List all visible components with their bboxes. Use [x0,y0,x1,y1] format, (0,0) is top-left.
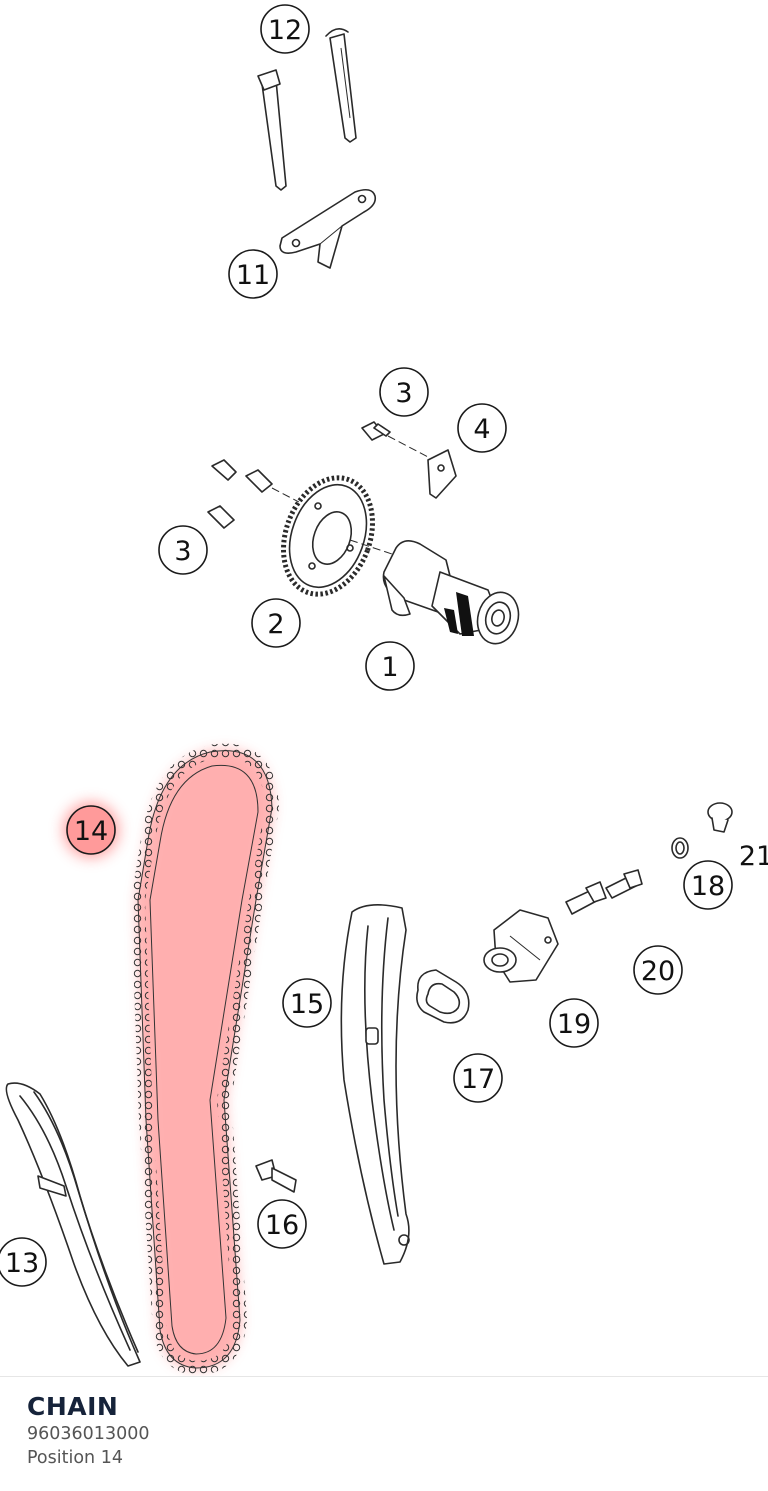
callout-label: 15 [290,989,324,1020]
bracket-part-11[interactable] [279,188,377,269]
part-number: 96036013000 [27,1424,150,1444]
callout-3[interactable]: 3 [158,525,208,575]
callout-label: 3 [395,378,412,409]
bolt-part-12[interactable] [257,28,357,191]
bolt-part-3-lower[interactable] [207,459,273,529]
part-info-panel: CHAIN 96036013000 Position 14 [0,1376,768,1491]
callout-14[interactable]: 14 [63,802,119,858]
gasket-part-17[interactable] [416,969,470,1024]
camshaft-part-1[interactable] [382,540,524,648]
callout-18[interactable]: 18 [683,860,733,910]
callout-label: 19 [557,1009,591,1040]
tensioner-part-19[interactable] [483,909,559,983]
callout-13[interactable]: 13 [0,1237,47,1287]
chain-part-14[interactable] [130,743,280,1376]
callout-label: 18 [691,871,725,902]
callout-label: 2 [267,609,284,640]
bolt-part-3-upper[interactable] [361,421,391,441]
callout-label: 4 [473,414,490,445]
plate-part-4[interactable] [427,449,457,499]
callout-label: 20 [641,956,675,987]
callout-label: 21 [739,841,768,872]
callout-21[interactable]: 21 [739,841,768,872]
callout-label: 14 [74,816,108,847]
callout-label: 16 [265,1210,299,1241]
callout-11[interactable]: 11 [228,249,278,299]
washer-part-18[interactable] [671,837,689,859]
callout-12[interactable]: 12 [260,4,310,54]
part-name: CHAIN [27,1392,119,1421]
rail-part-13[interactable] [5,1082,141,1367]
callout-3[interactable]: 3 [379,367,429,417]
callout-2[interactable]: 2 [251,598,301,648]
callout-20[interactable]: 20 [633,945,683,995]
callout-15[interactable]: 15 [282,978,332,1028]
callout-1[interactable]: 1 [365,641,415,691]
callout-17[interactable]: 17 [453,1053,503,1103]
guide-rail-part-15[interactable] [340,904,410,1265]
callout-label: 1 [381,652,398,683]
callout-label: 13 [5,1248,39,1279]
callout-label: 3 [174,536,191,567]
callout-16[interactable]: 16 [257,1199,307,1249]
callout-4[interactable]: 4 [457,403,507,453]
sprocket-part-2[interactable] [268,465,388,606]
plug-screw-part-21[interactable] [707,802,733,833]
part-position: Position 14 [27,1448,123,1468]
callout-label: 11 [236,260,270,291]
callout-label: 12 [268,15,302,46]
pin-bolt-part-16[interactable] [255,1159,297,1193]
bolt-part-20[interactable] [565,869,643,915]
callout-19[interactable]: 19 [549,998,599,1048]
callout-label: 17 [461,1064,495,1095]
